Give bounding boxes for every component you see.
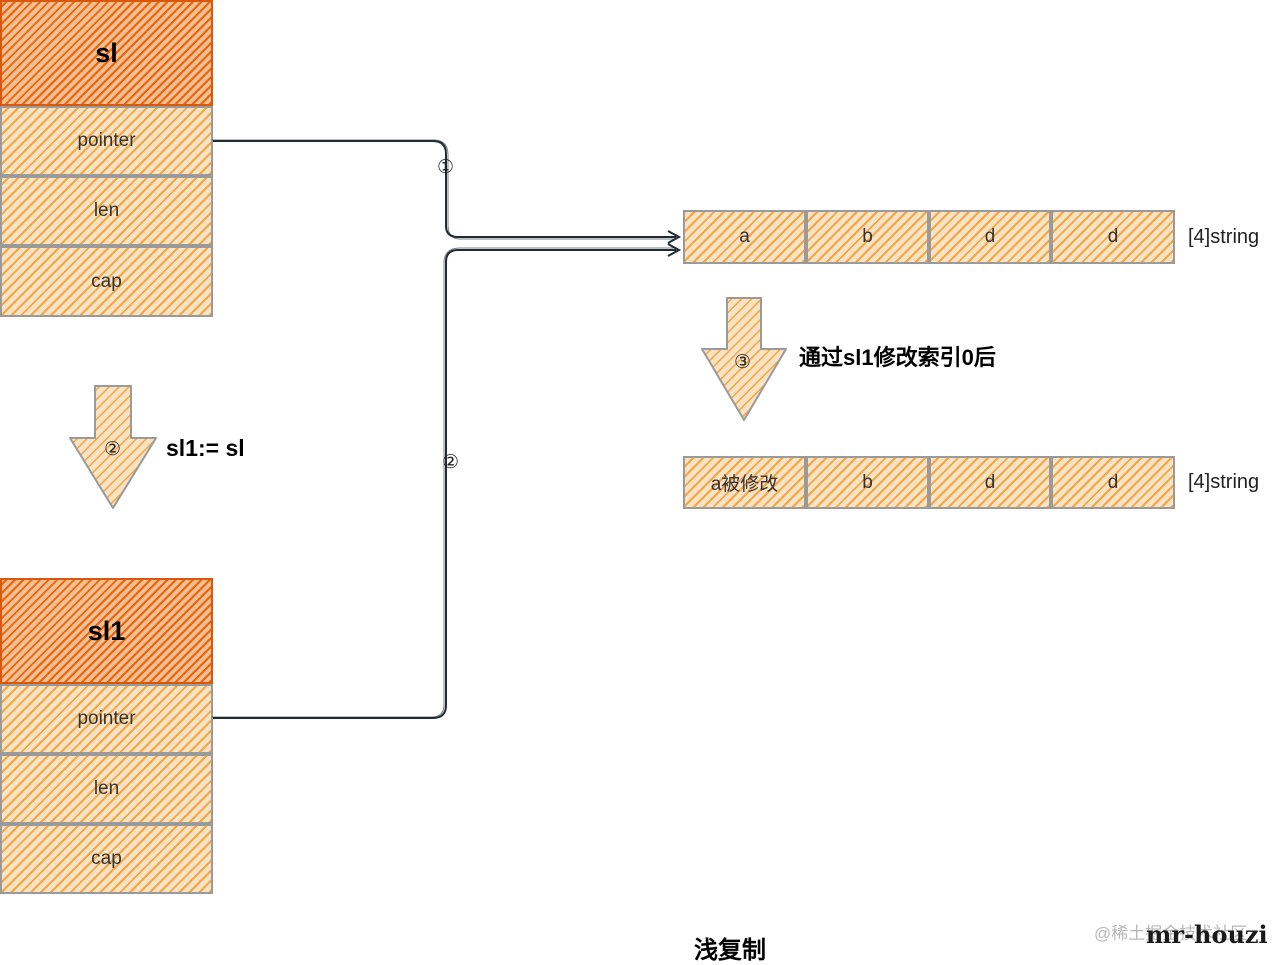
sl1-field-len: len (0, 754, 213, 824)
array-before-cell-3: d (1051, 210, 1175, 264)
sl-title: sl (95, 37, 118, 68)
assign-label: sl1:= sl (166, 435, 245, 461)
array-before-cell-2-label: d (984, 226, 996, 247)
sl-field-cap: cap (0, 246, 213, 317)
watermark-text: @稀土掘金技术社区 (1094, 924, 1248, 943)
array-after-cell-3-label: d (1107, 471, 1119, 493)
sl-pointer-connector (212, 139, 682, 244)
array-before-cell-1-label: b (862, 226, 873, 247)
modify-down-arrow (701, 297, 787, 421)
sl-field-pointer-label: pointer (77, 130, 136, 151)
sl-field-pointer: pointer (0, 106, 213, 176)
step-two-arrow-marker: ② (104, 439, 122, 460)
sl-field-len-label: len (93, 200, 120, 221)
sl1-field-pointer: pointer (0, 684, 213, 754)
assign-down-arrow (69, 385, 157, 509)
step-two-line-marker: ② (442, 452, 460, 473)
array-before-cell-0-label: a (739, 226, 750, 247)
sl1-field-len-label: len (93, 778, 120, 799)
array-before-cell-3-label: d (1107, 226, 1119, 247)
sl1-field-pointer-label: pointer (77, 708, 136, 729)
sl1-pointer-connector (212, 243, 682, 719)
sl1-field-cap: cap (0, 824, 213, 894)
step-one-marker: ① (437, 157, 455, 178)
array-before-cell-0: a (683, 210, 806, 264)
step-three-marker: ③ (734, 352, 752, 373)
array-before-cell-2: d (929, 210, 1051, 264)
modify-label: 通过sl1修改索引0后 (799, 345, 996, 370)
array-after-cell-1-label: b (862, 471, 873, 493)
sl-header: sl (0, 0, 213, 106)
array-after-cell-1: b (806, 456, 929, 509)
diagram-caption: 浅复制 (694, 937, 766, 964)
sl-field-cap-label: cap (91, 270, 122, 292)
array-after-cell-0-label: a被修改 (710, 474, 779, 495)
sl1-field-cap-label: cap (91, 848, 122, 869)
array-before-cell-1: b (806, 210, 929, 264)
sl-field-len: len (0, 176, 213, 246)
sl1-title: sl1 (87, 615, 126, 646)
array-after-cell-3: d (1051, 456, 1175, 509)
array-after-cell-0: a被修改 (683, 456, 806, 509)
author-signature: mr-houzi (1146, 920, 1268, 949)
array-after-cell-2: d (929, 456, 1051, 509)
array-after-cell-2-label: d (984, 471, 996, 493)
array-after-type-label: [4]string (1188, 471, 1260, 493)
array-before-type-label: [4]string (1188, 226, 1260, 248)
sl1-header: sl1 (0, 578, 213, 684)
